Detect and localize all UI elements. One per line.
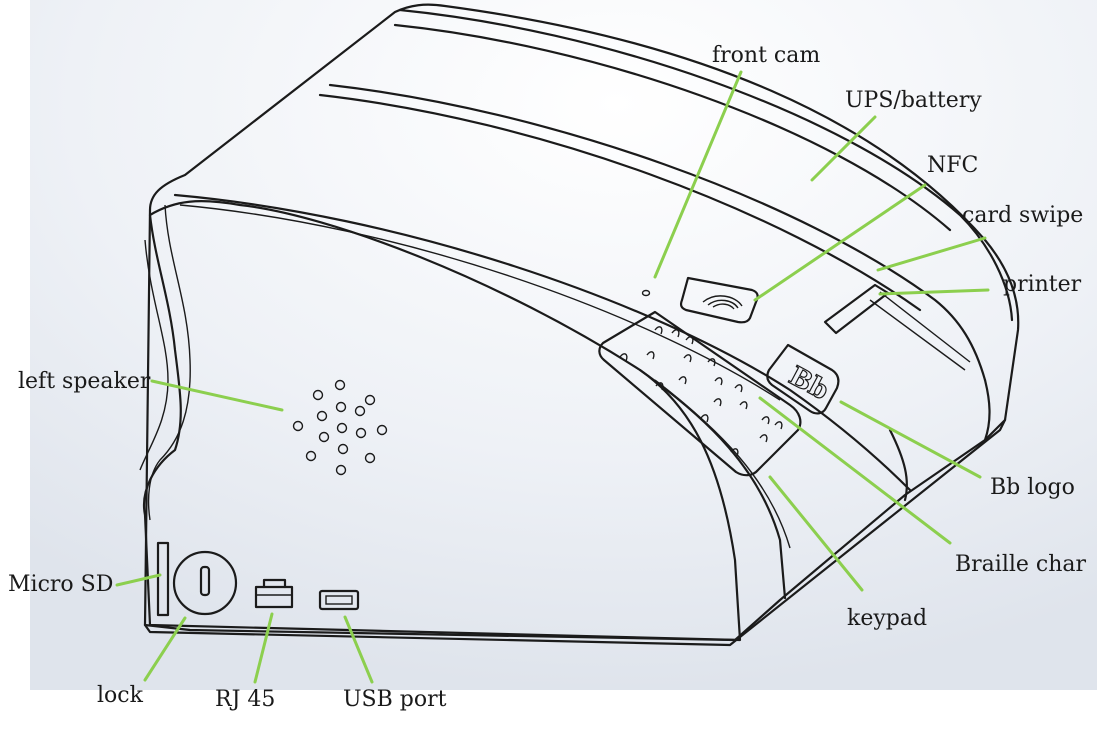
front-cam-lens: [641, 289, 651, 297]
nfc-pad: [679, 276, 759, 324]
background-panel: [30, 0, 1097, 690]
label-printer: printer: [1003, 272, 1082, 297]
micro-sd-slot: [156, 541, 170, 617]
leader-braille-char: [758, 396, 952, 545]
label-front-cam: front cam: [712, 43, 820, 68]
label-bb-logo: Bb logo: [990, 475, 1075, 500]
lock-body: [172, 550, 238, 616]
braille-keys: [619, 326, 783, 457]
lock-keyhole: [199, 565, 211, 597]
label-card-swipe: card swipe: [962, 203, 1083, 228]
leader-usb-port: [343, 615, 374, 684]
leader-bb-logo: [839, 400, 982, 479]
rj45-tab: [262, 578, 287, 589]
speaker-grille: [292, 379, 388, 476]
label-keypad: keypad: [847, 606, 927, 631]
side-ports: [156, 541, 360, 617]
leader-printer: [878, 288, 990, 296]
leader-left-speaker: [150, 379, 284, 412]
label-rj45: RJ 45: [215, 687, 275, 712]
leader-front-cam: [653, 70, 743, 279]
leader-ups-battery: [810, 115, 877, 182]
label-ups-battery: UPS/battery: [845, 88, 982, 113]
label-nfc: NFC: [927, 153, 978, 178]
label-braille-char: Braille char: [955, 552, 1087, 577]
callout-labels: front cam UPS/battery NFC card swipe pri…: [8, 43, 1087, 712]
leader-lines: [115, 70, 990, 684]
leader-rj45: [253, 612, 274, 684]
rj45-port: [254, 585, 294, 609]
leader-card-swipe: [876, 236, 987, 272]
usb-port: [318, 589, 360, 611]
leader-lock: [143, 616, 187, 682]
keypad-panel: [598, 310, 802, 477]
label-lock: lock: [97, 683, 144, 708]
leader-keypad: [768, 475, 864, 592]
label-usb-port: USB port: [343, 687, 447, 712]
label-micro-sd: Micro SD: [8, 572, 113, 597]
leader-micro-sd: [115, 573, 162, 587]
leader-nfc: [753, 183, 927, 302]
label-left-speaker: left speaker: [18, 369, 151, 394]
